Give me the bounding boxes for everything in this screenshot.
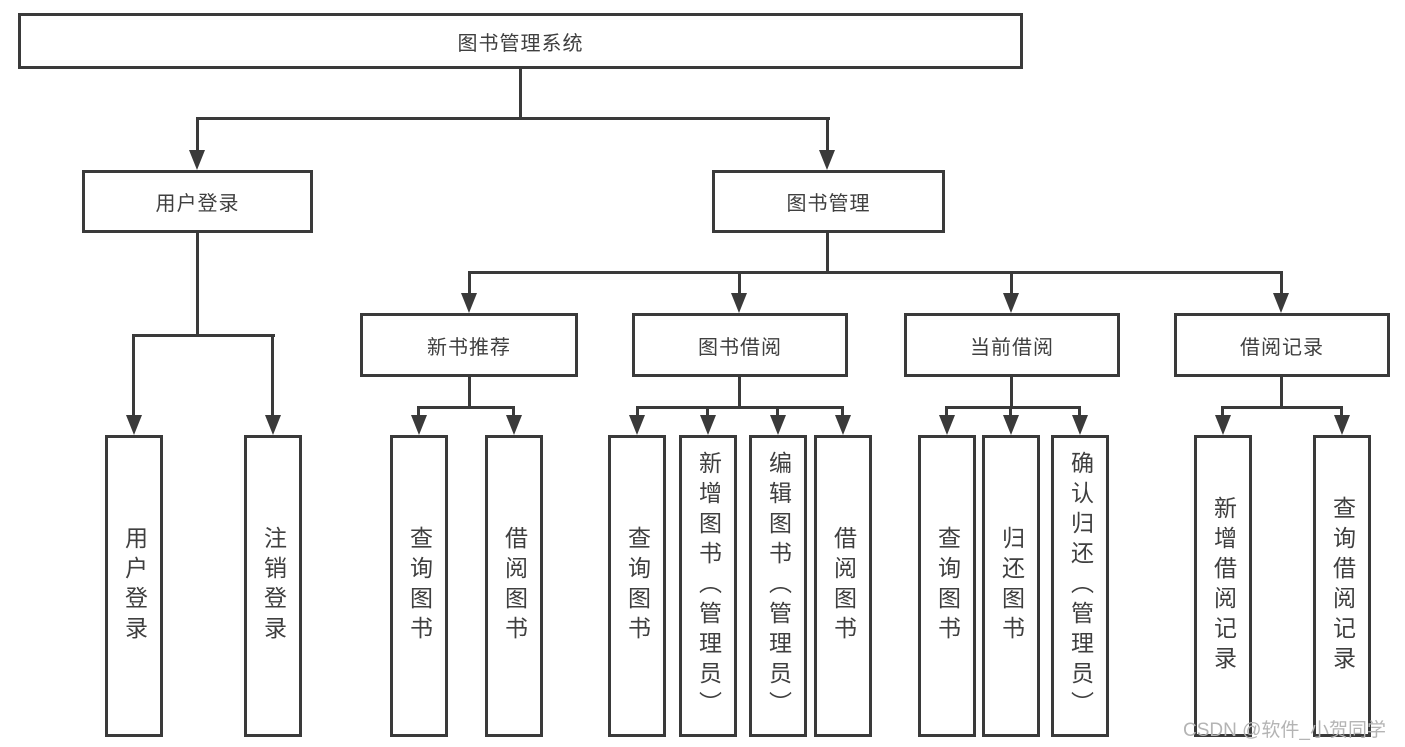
connector-line (196, 117, 199, 153)
leaf-query-books-recommend-label: 查询图书 (406, 526, 433, 646)
connector-line (468, 271, 471, 295)
connector-line (132, 334, 135, 417)
arrowhead-icon (835, 415, 851, 435)
connector-line (706, 406, 709, 417)
leaf-return-books: 归还图书 (982, 435, 1040, 737)
connector-line (1221, 406, 1224, 417)
arrowhead-icon (939, 415, 955, 435)
connector-line (945, 406, 1081, 409)
leaf-return-books-label: 归还图书 (998, 526, 1025, 646)
arrowhead-icon (1003, 293, 1019, 313)
leaf-add-books-admin: 新增图书（管理员） (679, 435, 737, 737)
connector-line (776, 406, 779, 417)
arrowhead-icon (629, 415, 645, 435)
node-book-management: 图书管理 (712, 170, 945, 233)
arrowhead-icon (506, 415, 522, 435)
leaf-edit-books-admin-label: 编辑图书（管理员） (765, 451, 792, 721)
connector-line (636, 406, 639, 417)
leaf-query-books-current: 查询图书 (918, 435, 976, 737)
connector-line (826, 233, 829, 274)
connector-line (132, 334, 275, 337)
connector-line (519, 69, 522, 118)
connector-line (1221, 406, 1343, 409)
connector-line (196, 117, 830, 120)
leaf-logout-label: 注销登录 (260, 526, 287, 646)
node-book-borrow: 图书借阅 (632, 313, 848, 377)
connector-line (1078, 406, 1081, 417)
node-new-book-recommend-label: 新书推荐 (427, 336, 511, 359)
connector-line (468, 377, 471, 408)
arrowhead-icon (411, 415, 427, 435)
leaf-confirm-return-admin: 确认归还（管理员） (1051, 435, 1109, 737)
arrowhead-icon (770, 415, 786, 435)
node-system-root-label: 图书管理系统 (457, 32, 584, 55)
arrowhead-icon (1215, 415, 1231, 435)
connector-line (468, 271, 1283, 274)
arrowhead-icon (126, 415, 142, 435)
node-user-login-label: 用户登录 (155, 193, 240, 215)
arrowhead-icon (1273, 293, 1289, 313)
node-borrow-records: 借阅记录 (1174, 313, 1390, 377)
arrowhead-icon (1334, 415, 1350, 435)
leaf-query-books-recommend: 查询图书 (390, 435, 448, 737)
arrowhead-icon (700, 415, 716, 435)
leaf-query-books-borrow: 查询图书 (608, 435, 666, 737)
connector-line (945, 406, 948, 417)
connector-line (738, 271, 741, 295)
node-current-borrow-label: 当前借阅 (970, 336, 1054, 359)
arrowhead-icon (265, 415, 281, 435)
leaf-borrow-books: 借阅图书 (814, 435, 872, 737)
arrowhead-icon (731, 293, 747, 313)
connector-line (196, 233, 199, 336)
leaf-query-borrow-record: 查询借阅记录 (1313, 435, 1371, 737)
connector-line (1280, 377, 1283, 408)
leaf-query-books-borrow-label: 查询图书 (624, 526, 651, 646)
node-system-root: 图书管理系统 (18, 13, 1023, 69)
connector-line (1010, 271, 1013, 295)
node-current-borrow: 当前借阅 (904, 313, 1120, 377)
node-user-login: 用户登录 (82, 170, 313, 233)
arrowhead-icon (819, 150, 835, 170)
connector-line (1340, 406, 1343, 417)
csdn-watermark: CSDN @软件_小贺同学 (1183, 720, 1386, 741)
node-borrow-records-label: 借阅记录 (1240, 336, 1324, 359)
node-new-book-recommend: 新书推荐 (360, 313, 578, 377)
connector-line (841, 406, 844, 417)
leaf-borrow-books-recommend-label: 借阅图书 (501, 526, 528, 646)
connector-line (636, 406, 844, 409)
leaf-borrow-books-label: 借阅图书 (830, 526, 857, 646)
leaf-user-login: 用户登录 (105, 435, 163, 737)
connector-line (826, 117, 829, 153)
connector-line (417, 406, 515, 409)
leaf-query-books-current-label: 查询图书 (934, 526, 961, 646)
connector-line (417, 406, 420, 417)
leaf-add-books-admin-label: 新增图书（管理员） (695, 451, 722, 721)
connector-line (1280, 271, 1283, 295)
arrowhead-icon (461, 293, 477, 313)
arrowhead-icon (1072, 415, 1088, 435)
leaf-logout: 注销登录 (244, 435, 302, 737)
arrowhead-icon (189, 150, 205, 170)
leaf-borrow-books-recommend: 借阅图书 (485, 435, 543, 737)
leaf-confirm-return-admin-label: 确认归还（管理员） (1067, 451, 1094, 721)
node-book-borrow-label: 图书借阅 (698, 336, 782, 359)
connector-line (738, 377, 741, 408)
connector-line (1010, 377, 1013, 408)
arrowhead-icon (1003, 415, 1019, 435)
connector-line (1009, 406, 1012, 417)
leaf-edit-books-admin: 编辑图书（管理员） (749, 435, 807, 737)
connector-line (271, 334, 274, 417)
leaf-add-borrow-record-label: 新增借阅记录 (1210, 496, 1237, 676)
connector-line (512, 406, 515, 417)
leaf-add-borrow-record: 新增借阅记录 (1194, 435, 1252, 737)
node-book-management-label: 图书管理 (786, 193, 871, 215)
leaf-query-borrow-record-label: 查询借阅记录 (1329, 496, 1356, 676)
leaf-user-login-label: 用户登录 (121, 526, 148, 646)
